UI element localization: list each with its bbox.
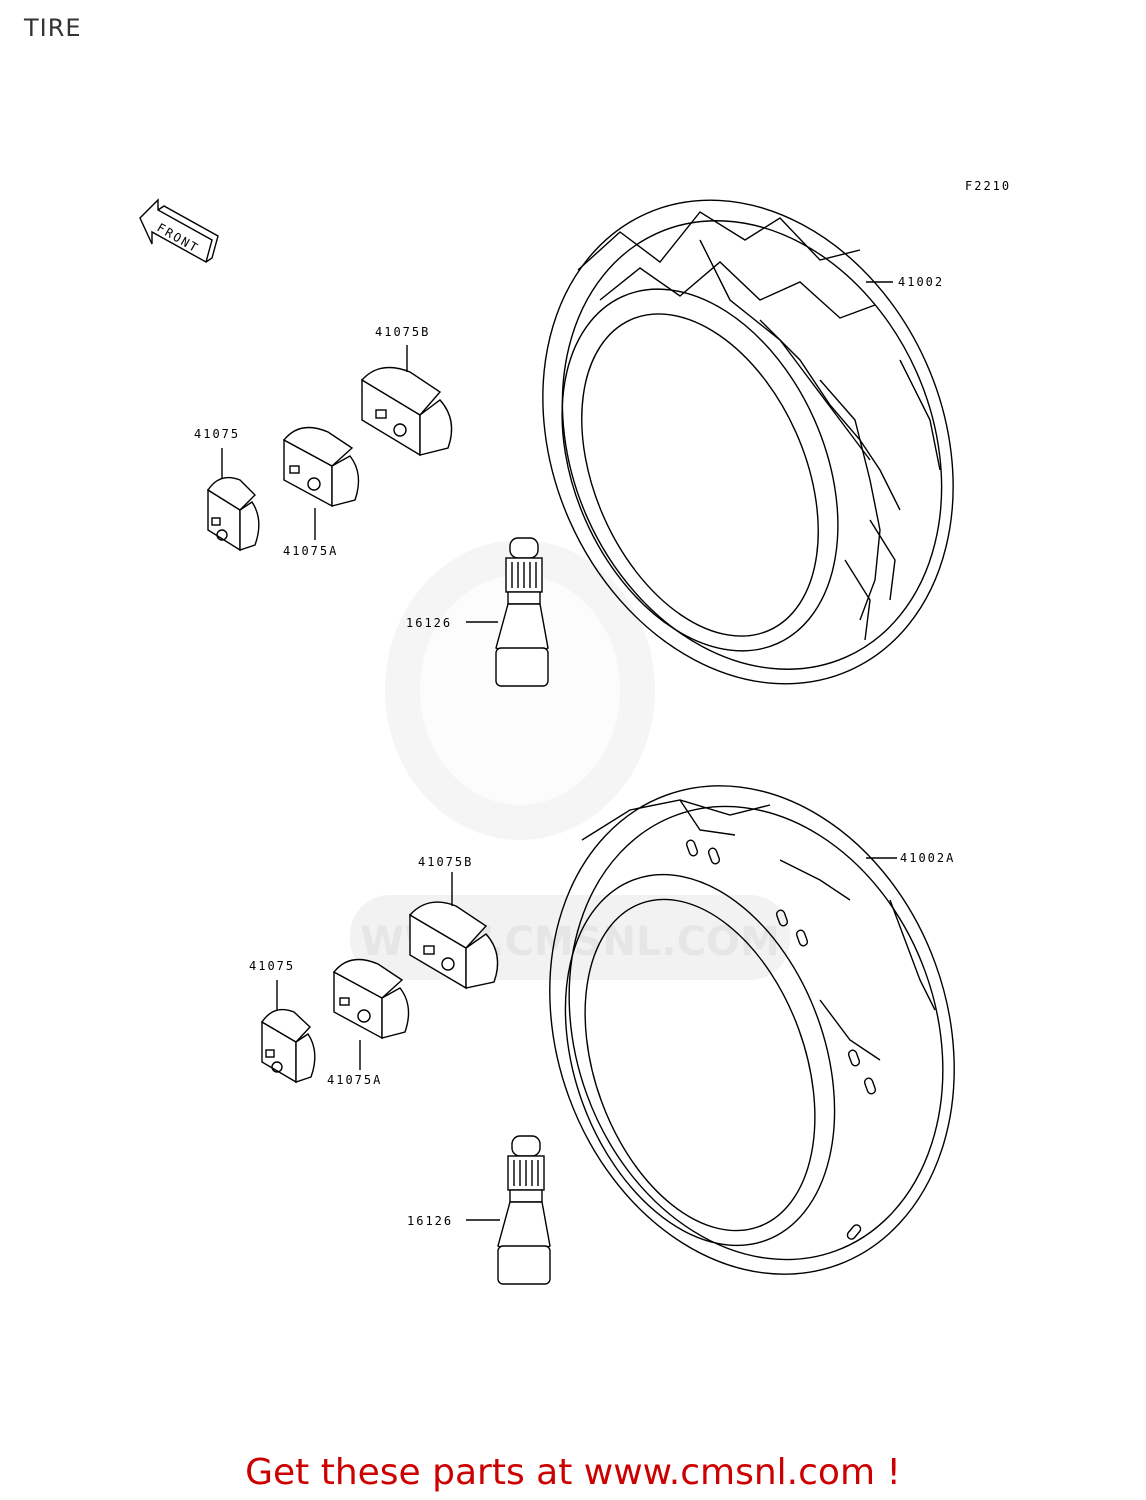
- figure-code: F2210: [965, 179, 1011, 193]
- front-arrow-icon: FRONT: [139, 198, 219, 264]
- label-41075B-upper: 41075B: [375, 325, 430, 339]
- weight-41075B-upper: 41075B: [360, 325, 453, 457]
- label-41075A-upper: 41075A: [283, 544, 338, 558]
- label-41075-lower: 41075: [249, 959, 295, 973]
- tire-41002: 41002: [542, 199, 954, 685]
- valve-16126-upper: 16126: [406, 537, 549, 687]
- label-16126-upper: 16126: [406, 616, 452, 630]
- weight-41075A-upper: 41075A: [282, 426, 360, 558]
- tire-41002A: 41002A: [549, 785, 955, 1275]
- label-41075-upper: 41075: [194, 427, 240, 441]
- weight-41075-upper: 41075: [194, 427, 260, 552]
- cta-link[interactable]: Get these parts at www.cmsnl.com !: [245, 1452, 901, 1493]
- label-41075B-lower: 41075B: [418, 855, 473, 869]
- watermark-logo: WWW.CMSNL.COM: [350, 540, 790, 980]
- page-title: TIRE: [24, 14, 82, 42]
- valve-16126-lower: 16126: [407, 1135, 551, 1285]
- label-16126-lower: 16126: [407, 1214, 453, 1228]
- weight-41075-lower: 41075: [249, 959, 316, 1084]
- label-41002: 41002: [898, 275, 944, 289]
- weight-41075B-lower: 41075B: [408, 855, 499, 990]
- weight-41075A-lower: 41075A: [327, 958, 410, 1087]
- label-41075A-lower: 41075A: [327, 1073, 382, 1087]
- label-41002A: 41002A: [900, 851, 955, 865]
